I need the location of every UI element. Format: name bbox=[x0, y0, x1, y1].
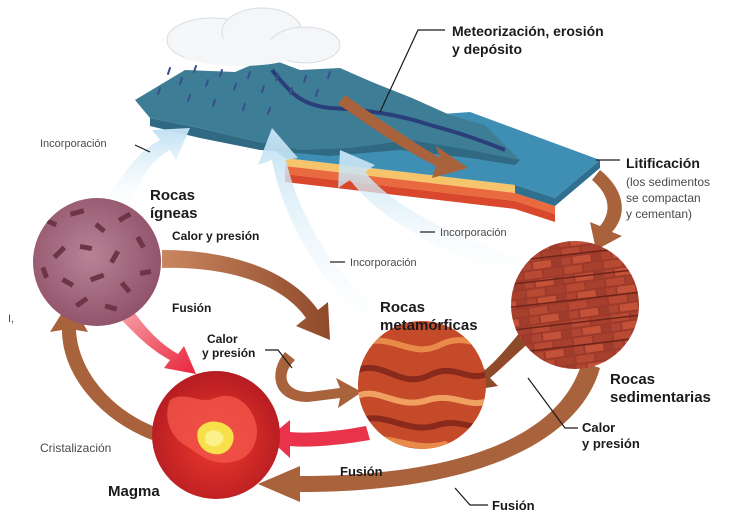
igneous-rock bbox=[33, 198, 161, 326]
weathering-label-line1: Meteorización, erosión bbox=[452, 23, 604, 39]
igneous-to-metamorphic-arrow bbox=[162, 250, 330, 340]
sedimentary-rock bbox=[505, 241, 650, 369]
magma-label: Magma bbox=[108, 483, 160, 500]
fusion-label-metamorphic: Fusión bbox=[340, 464, 383, 479]
metamorphic-label-line2: metamórficas bbox=[380, 317, 478, 334]
metamorphic-fusion-arrow bbox=[268, 420, 370, 458]
lithification-arrow bbox=[590, 170, 622, 250]
incorporation-label-left: Incorporación bbox=[40, 138, 107, 150]
igneous-label-line2: ígneas bbox=[150, 205, 198, 222]
lithification-note-line3: y cementan) bbox=[626, 207, 692, 221]
magma-sphere bbox=[152, 371, 280, 499]
incorporation-label-mid: Incorporación bbox=[350, 257, 417, 269]
metamorphic-loop-arrow bbox=[275, 352, 362, 408]
fusion-label-bottom: Fusión bbox=[492, 498, 535, 513]
sedimentary-label-line1: Rocas bbox=[610, 371, 655, 388]
heat-pressure-label-sed-line2: y presión bbox=[582, 436, 640, 451]
heat-pressure-label-sed-line1: Calor bbox=[582, 420, 615, 435]
metamorphic-label-line1: Rocas bbox=[380, 299, 425, 316]
fusion-label-igneous: Fusión bbox=[172, 301, 211, 315]
crystallization-label: Cristalización bbox=[40, 441, 111, 455]
heat-pressure-label-mid-line1: Calor bbox=[207, 332, 238, 346]
lithification-note-line2: se compactan bbox=[626, 191, 701, 205]
metamorphic-rock bbox=[358, 321, 490, 449]
lithification-note-line1: (los sedimentos bbox=[626, 175, 710, 189]
sedimentary-label-line2: sedimentarias bbox=[610, 389, 711, 406]
heat-pressure-label-top: Calor y presión bbox=[172, 229, 259, 243]
incorporation-label-right: Incorporación bbox=[440, 227, 507, 239]
lithification-label: Litificación bbox=[626, 155, 700, 171]
weathering-label-line2: y depósito bbox=[452, 41, 522, 57]
igneous-label-line1: Rocas bbox=[150, 187, 195, 204]
igneous-fusion-arrow bbox=[120, 312, 196, 374]
stray-mark: I, bbox=[8, 313, 14, 325]
cloud bbox=[167, 8, 340, 66]
heat-pressure-label-mid-line2: y presión bbox=[202, 346, 255, 360]
